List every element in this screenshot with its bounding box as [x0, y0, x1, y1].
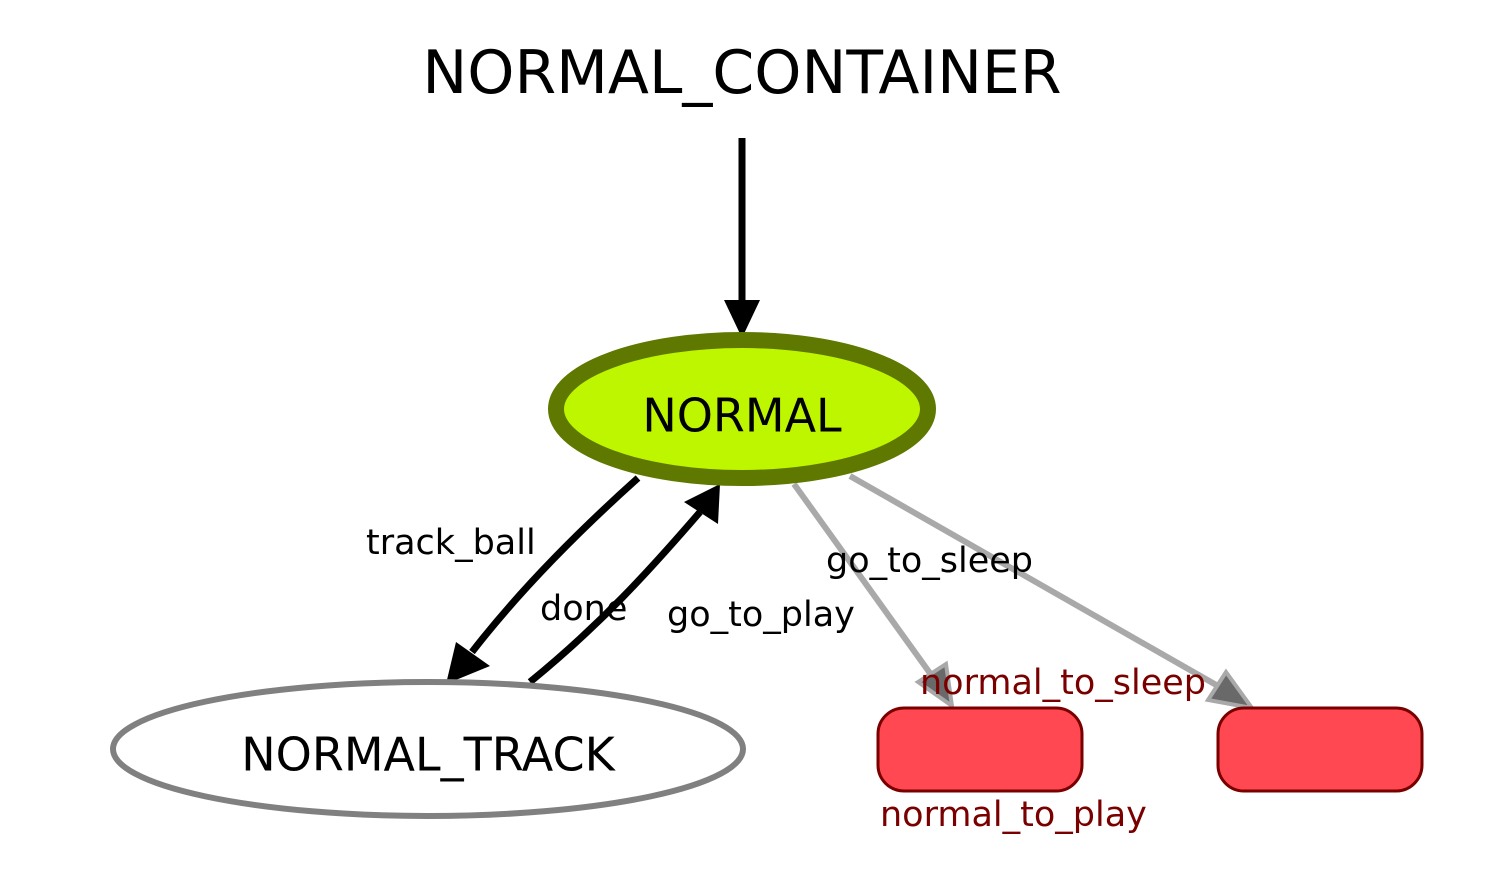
- outcome-node-normal-to-play[interactable]: [876, 706, 1084, 793]
- state-node-normal-track[interactable]: NORMAL_TRACK: [110, 679, 746, 819]
- outcome-node-normal-to-sleep[interactable]: [1216, 706, 1424, 793]
- container-title: NORMAL_CONTAINER: [422, 38, 1061, 108]
- edge-label-go-to-sleep: go_to_sleep: [826, 541, 1033, 581]
- state-node-normal-label: NORMAL: [642, 389, 842, 443]
- edge-go-to-sleep: [848, 473, 1257, 711]
- edge-track-ball: [446, 475, 641, 684]
- edge-go-to-play: [791, 482, 955, 711]
- edge-label-go-to-play: go_to_play: [667, 595, 855, 635]
- initial-transition-arrow: [724, 138, 760, 338]
- outcome-label-normal-to-play: normal_to_play: [880, 795, 1147, 835]
- state-node-normal-track-label: NORMAL_TRACK: [241, 728, 616, 782]
- edge-label-done: done: [540, 589, 627, 629]
- edge-done: [527, 484, 720, 685]
- outcome-label-normal-to-sleep: normal_to_sleep: [920, 663, 1206, 703]
- edge-label-track-ball: track_ball: [366, 523, 536, 563]
- state-node-normal[interactable]: NORMAL: [548, 332, 936, 486]
